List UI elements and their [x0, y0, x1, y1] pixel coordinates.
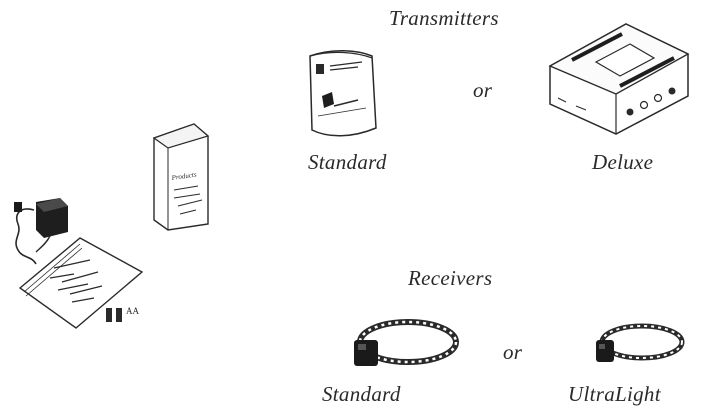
battery-label: AA: [126, 306, 139, 316]
transmitters-heading: Transmitters: [389, 6, 499, 30]
or-connector-receivers: or: [503, 340, 523, 364]
ultralight-receiver-collar-icon: [588, 312, 688, 378]
product-box-icon: Products: [150, 120, 212, 232]
batteries-icon: AA: [104, 300, 152, 324]
standard-receiver-collar-icon: [348, 308, 460, 380]
product-box-text: Products: [170, 171, 197, 183]
receivers-heading: Receivers: [408, 266, 493, 290]
deluxe-transmitter-label: Deluxe: [592, 150, 654, 174]
deluxe-transmitter-icon: [546, 18, 692, 138]
standard-transmitter-label: Standard: [308, 150, 387, 174]
standard-receiver-label: Standard: [322, 382, 401, 406]
ultralight-receiver-label: UltraLight: [568, 382, 661, 406]
ac-adapter-icon: [6, 192, 76, 272]
standard-transmitter-icon: [302, 46, 382, 142]
manual-icon: [14, 232, 144, 332]
or-connector-transmitters: or: [473, 78, 493, 102]
